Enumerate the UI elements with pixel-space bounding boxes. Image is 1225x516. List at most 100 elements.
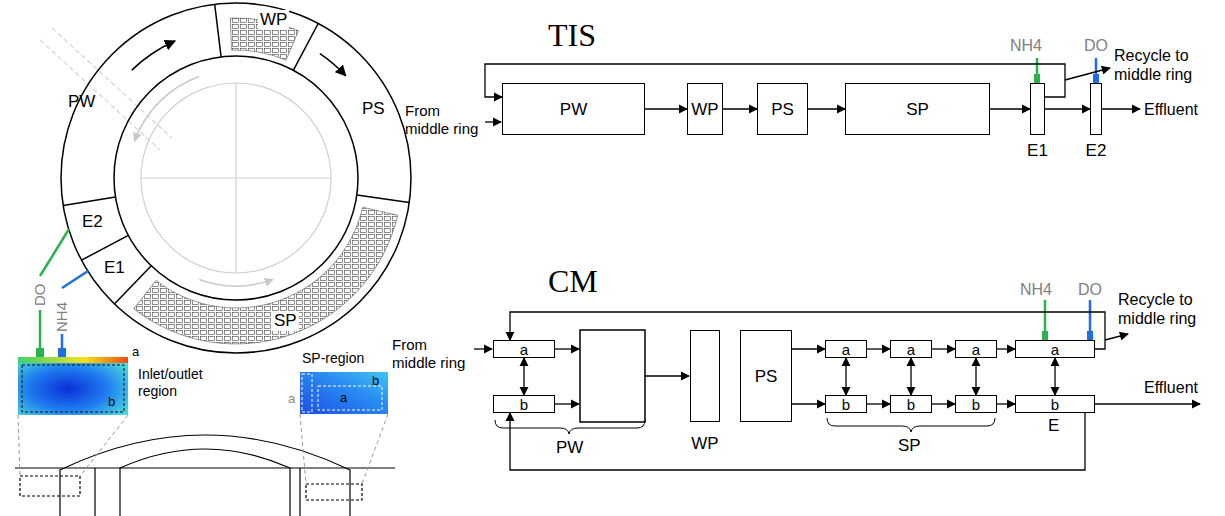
zone-label: E1 [104,258,125,278]
process-box: b [955,395,997,413]
process-box: a [825,340,867,358]
region-box [302,374,312,412]
inflow-label: From middle ring [405,102,485,138]
nh4-sensor [58,348,66,357]
bridge [235,83,236,273]
box-label: a [520,342,528,357]
region-letter: b [372,373,379,389]
recycle-arrow [1105,334,1128,340]
region-box [22,365,124,412]
flow-connector [910,358,911,395]
inner-flow-arrow [135,77,200,142]
inset-label: SP-region [302,350,364,367]
flow-connector [1045,108,1090,109]
flow-connector [990,108,1030,109]
flow-connector [932,348,955,349]
flow-connector [975,358,976,395]
sensor-label: DO [31,284,49,307]
flow-arrow [645,375,689,376]
do-sensor [1087,331,1093,340]
process-box: b [825,395,867,413]
region-letter: a [340,390,347,406]
zone-label: PW [68,92,95,112]
inner-flow-arrow [199,280,273,286]
flow-connector [510,413,1085,470]
inner-wall [114,56,358,300]
inflow-arrow [485,121,501,122]
flow-arrow [555,403,579,404]
flow-connector [1054,358,1055,395]
region-letter: a [288,391,295,407]
zone-divider [215,4,221,57]
flow-arrow [320,54,346,76]
zone-divider [63,197,115,205]
flow-connector [997,403,1015,404]
inner-ring [141,83,331,273]
sensor-label: NH4 [1010,36,1042,55]
process-box: a [1015,340,1095,358]
box-label: b [520,397,528,412]
zone-divider [357,195,410,202]
flow-connector [723,108,757,109]
flow-arrow [555,348,579,349]
box-label: E2 [1086,142,1107,159]
box-label: PS [755,368,778,385]
diagram-title: CM [548,262,598,300]
box-label: b [1051,397,1059,412]
outer-wall [61,3,411,353]
ring-illustration [40,3,411,353]
heatmap [18,357,128,415]
zone-label: SP [898,436,921,456]
inflow-label: From middle ring [392,336,472,372]
heatmap-stripe [18,357,128,363]
process-box: PS [740,330,792,422]
flow-connector [845,358,846,395]
zone-label: PW [556,438,583,458]
process-box: b [890,395,932,413]
process-box: WP [687,83,723,135]
sensor-label: NH4 [53,302,71,332]
zone-label: WP [258,10,289,30]
box-label: b [907,397,915,412]
sensor-label: DO [1078,280,1102,299]
packing [134,207,398,344]
inset-label: Inlet/outlet region [138,366,228,400]
box-label: SP [906,101,929,118]
recycle-arrow [1065,68,1110,80]
zone-label: E [1048,416,1059,436]
zone-divider [293,24,318,71]
flow-connector [932,403,955,404]
process-box: SP [845,83,990,135]
nh4-sensor [1042,331,1048,340]
zoom-lines [18,414,388,484]
flow-connector [645,108,687,109]
mixing-box [580,330,645,422]
box-label: a [907,342,915,357]
do-sensor [36,348,44,357]
effluent-arrow [1095,403,1200,404]
process-box: E2 [1090,83,1102,135]
flow-connector [997,348,1015,349]
zone-label: PS [362,99,385,119]
effluent-arrow [1102,108,1140,109]
box-label: a [972,342,980,357]
flow-connector [792,403,825,404]
process-box: a [493,340,555,358]
do-sensor [1093,74,1099,83]
box-label: E1 [1027,142,1048,159]
zone-label: SP [272,311,299,331]
region-letter: a [132,344,139,360]
process-box: a [955,340,997,358]
box-label: a [1051,342,1059,357]
effluent-label: Effluent [1144,100,1198,119]
flow-connector [867,403,890,404]
box-label: a [842,342,850,357]
flow-connector [867,348,890,349]
box-label: PW [560,101,587,118]
box-label: WP [691,435,718,452]
inflow-arrow [474,348,492,349]
sensor-label: NH4 [1020,280,1052,299]
